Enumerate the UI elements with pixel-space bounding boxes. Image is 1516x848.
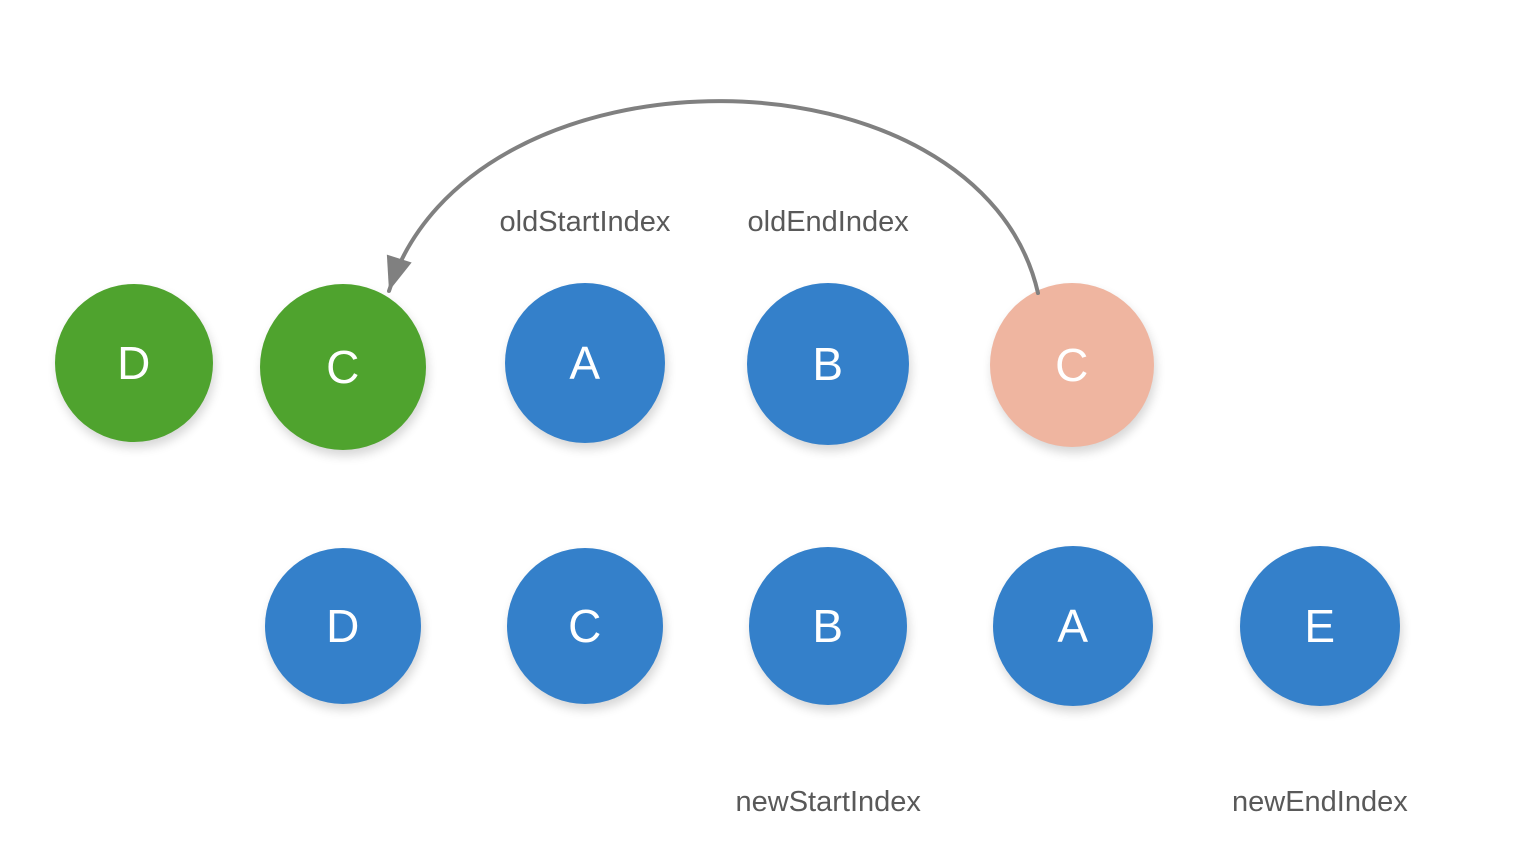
old-node-0[interactable]: D xyxy=(55,284,213,442)
old-end-index-label: oldEndIndex xyxy=(747,206,909,238)
move-node-arrow-head xyxy=(386,254,412,291)
new-node-3[interactable]: A xyxy=(993,546,1153,706)
old-start-index-label: oldStartIndex xyxy=(499,206,671,238)
new-start-index-label: newStartIndex xyxy=(735,786,921,818)
old-node-1-label: C xyxy=(326,341,360,393)
new-end-index-label: newEndIndex xyxy=(1232,786,1408,818)
old-node-1[interactable]: C xyxy=(260,284,426,450)
new-node-2[interactable]: B xyxy=(749,547,907,705)
move-node-arrow xyxy=(386,99,1040,295)
new-node-4[interactable]: E xyxy=(1240,546,1400,706)
old-node-3[interactable]: B xyxy=(747,283,909,445)
new-node-2-label: B xyxy=(812,600,844,652)
old-node-2-label: A xyxy=(569,337,601,389)
old-node-4-label: C xyxy=(1055,339,1089,391)
new-node-0-label: D xyxy=(326,600,360,652)
move-node-arrow-curve xyxy=(387,99,1040,295)
new-node-1[interactable]: C xyxy=(507,548,663,704)
new-node-0[interactable]: D xyxy=(265,548,421,704)
old-node-2[interactable]: A xyxy=(505,283,665,443)
old-node-0-label: D xyxy=(117,337,151,389)
new-node-1-label: C xyxy=(568,600,602,652)
old-node-3-label: B xyxy=(812,338,844,390)
old-node-4[interactable]: C xyxy=(990,283,1154,447)
new-node-4-label: E xyxy=(1304,600,1336,652)
new-node-3-label: A xyxy=(1057,600,1089,652)
